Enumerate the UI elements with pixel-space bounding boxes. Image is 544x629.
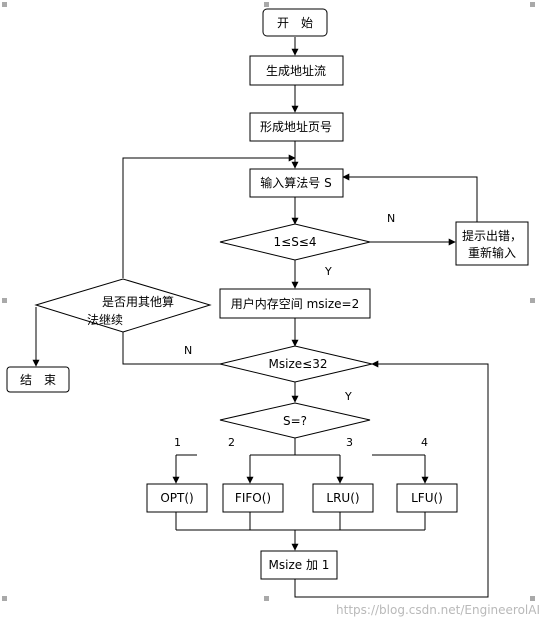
label-msize-yes: Y [344, 390, 352, 403]
label-branch-2: 2 [228, 436, 235, 449]
label-branch-1: 1 [174, 436, 181, 449]
gen-addr-box [249, 55, 344, 86]
lfu-box [396, 483, 458, 513]
input-alg-box [249, 168, 344, 198]
msize-inc-box [260, 550, 338, 580]
check-s-label: S=? [283, 414, 307, 428]
lru-box [312, 483, 374, 513]
gen-addr-label: 生成地址流 [266, 64, 326, 78]
msize-inc-label: Msize 加 1 [269, 558, 330, 572]
opt-box [146, 483, 208, 513]
opt-label: OPT() [160, 491, 193, 505]
end-terminal [6, 366, 70, 393]
error-label-line1: 提示出错， [462, 228, 522, 243]
line-check-msize-no-to-other [122, 332, 220, 365]
msize-decision [219, 345, 373, 383]
start-terminal [262, 8, 328, 37]
range-check-label: 1≤S≤4 [274, 235, 317, 249]
gen-page-box [249, 112, 344, 142]
other-alg-label-line1: 是否用其他算 [102, 294, 174, 309]
error-label-line2: 重新输入 [468, 245, 516, 260]
end-label: 结 束 [20, 373, 56, 387]
arrow-error-back-to-input [342, 173, 478, 222]
label-branch-3: 3 [346, 436, 353, 449]
page-handles [2, 2, 535, 601]
label-range-no: N [387, 212, 395, 225]
range-decision [219, 223, 371, 261]
msize-box [219, 288, 371, 319]
label-range-yes: Y [324, 265, 332, 278]
fifo-box [222, 483, 284, 513]
input-alg-label: 输入算法号 S [260, 175, 331, 190]
fifo-label: FIFO() [235, 491, 271, 505]
lru-label: LRU() [326, 491, 359, 505]
arrow-inc-loop-to-check-msize [294, 360, 489, 598]
error-box [455, 221, 529, 266]
label-branch-4: 4 [421, 436, 428, 449]
watermark: https://blog.csdn.net/EngineerolAI [336, 603, 540, 617]
node-labels: 开 始 生成地址流 形成地址页号 输入算法号 S 1≤S≤4 提示出错， 重新输… [20, 16, 522, 572]
connectors [32, 37, 489, 598]
other-alg-decision [34, 278, 212, 333]
label-msize-no: N [184, 344, 192, 357]
arrow-other-yes-to-input [122, 154, 296, 278]
connector-labels: N Y N Y 1 2 3 4 [174, 212, 428, 449]
check-msize-label: Msize≤32 [269, 357, 328, 371]
lfu-label: LFU() [411, 491, 443, 505]
s-decision [219, 402, 371, 439]
msize-label: 用户内存空间 msize=2 [231, 296, 359, 311]
gen-page-label: 形成地址页号 [260, 120, 332, 134]
nodes [6, 8, 529, 580]
start-label: 开 始 [277, 16, 313, 30]
other-alg-label-line2: 法继续 [87, 313, 123, 327]
